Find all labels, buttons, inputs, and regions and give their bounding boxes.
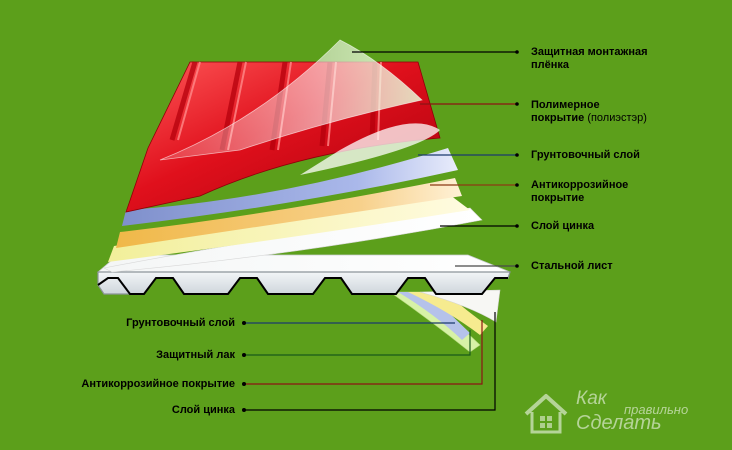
label-polymer-coating-word: покрытие [531,112,585,124]
leader-under-lacquer [244,330,471,356]
leader-dot [242,353,246,357]
underside-layers [389,289,501,353]
leader-under-anticorrosion [244,320,483,385]
label-steel-sheet: Стальной лист [531,260,613,272]
underside-white [419,289,501,323]
zinc-layer [103,207,483,273]
label-under-anticorrosion: Антикоррозийное покрытие [81,378,235,390]
label-protective-film: Защитная монтажная плёнка [531,46,648,72]
label-anticorrosion-line2: покрытие [531,192,585,204]
leader-lines-right [352,51,517,267]
polymer-curl [300,123,440,175]
label-polymer-coating-line1: Полимерное [531,99,600,111]
label-protective-film-line1: Защитная монтажная [531,46,648,58]
underside-blue [398,292,470,340]
label-protective-film-line2: плёнка [531,59,570,71]
label-under-zinc: Слой цинка [171,404,235,416]
watermark: Как правильно Сделать [512,386,727,438]
label-primer-layer: Грунтовочный слой [531,149,640,161]
leader-dot [242,321,246,325]
zinc-yellow-layer [108,195,470,262]
leader-dot [242,408,246,412]
leader-dot [515,183,519,187]
watermark-word-pravilno: правильно [624,402,689,417]
label-anticorrosion: Антикоррозийное покрытие [531,179,628,205]
leader-dot [515,264,519,268]
leader-dot [515,224,519,228]
underside-yellow [408,292,488,335]
house-icon [524,394,568,434]
label-under-lacquer: Защитный лак [156,349,235,361]
label-anticorrosion-line1: Антикоррозийное [531,179,629,191]
label-polymer-coating-line2: покрытие (полиэстэр) [531,112,647,125]
protective-film [159,39,423,161]
label-under-primer: Грунтовочный слой [126,317,235,329]
leader-dot [515,50,519,54]
leader-under-zinc [244,312,496,411]
leader-dots [242,50,519,412]
watermark-word-sdelat: Сделать [576,412,662,434]
primer-layer [122,148,458,226]
label-polymer-coating: Полимерное покрытие (полиэстэр) [531,99,647,125]
watermark-word-kak: Как [576,388,607,409]
leader-dot [515,153,519,157]
anticorrosion-layer [116,178,462,248]
steel-sheet-profile [97,271,511,295]
label-zinc-layer: Слой цинка [531,220,595,232]
leader-dot [242,382,246,386]
leader-lines-left [244,312,496,411]
steel-sheet-profile-line [97,277,508,295]
leader-dot [515,102,519,106]
label-polymer-coating-note: (полиэстэр) [587,112,647,124]
